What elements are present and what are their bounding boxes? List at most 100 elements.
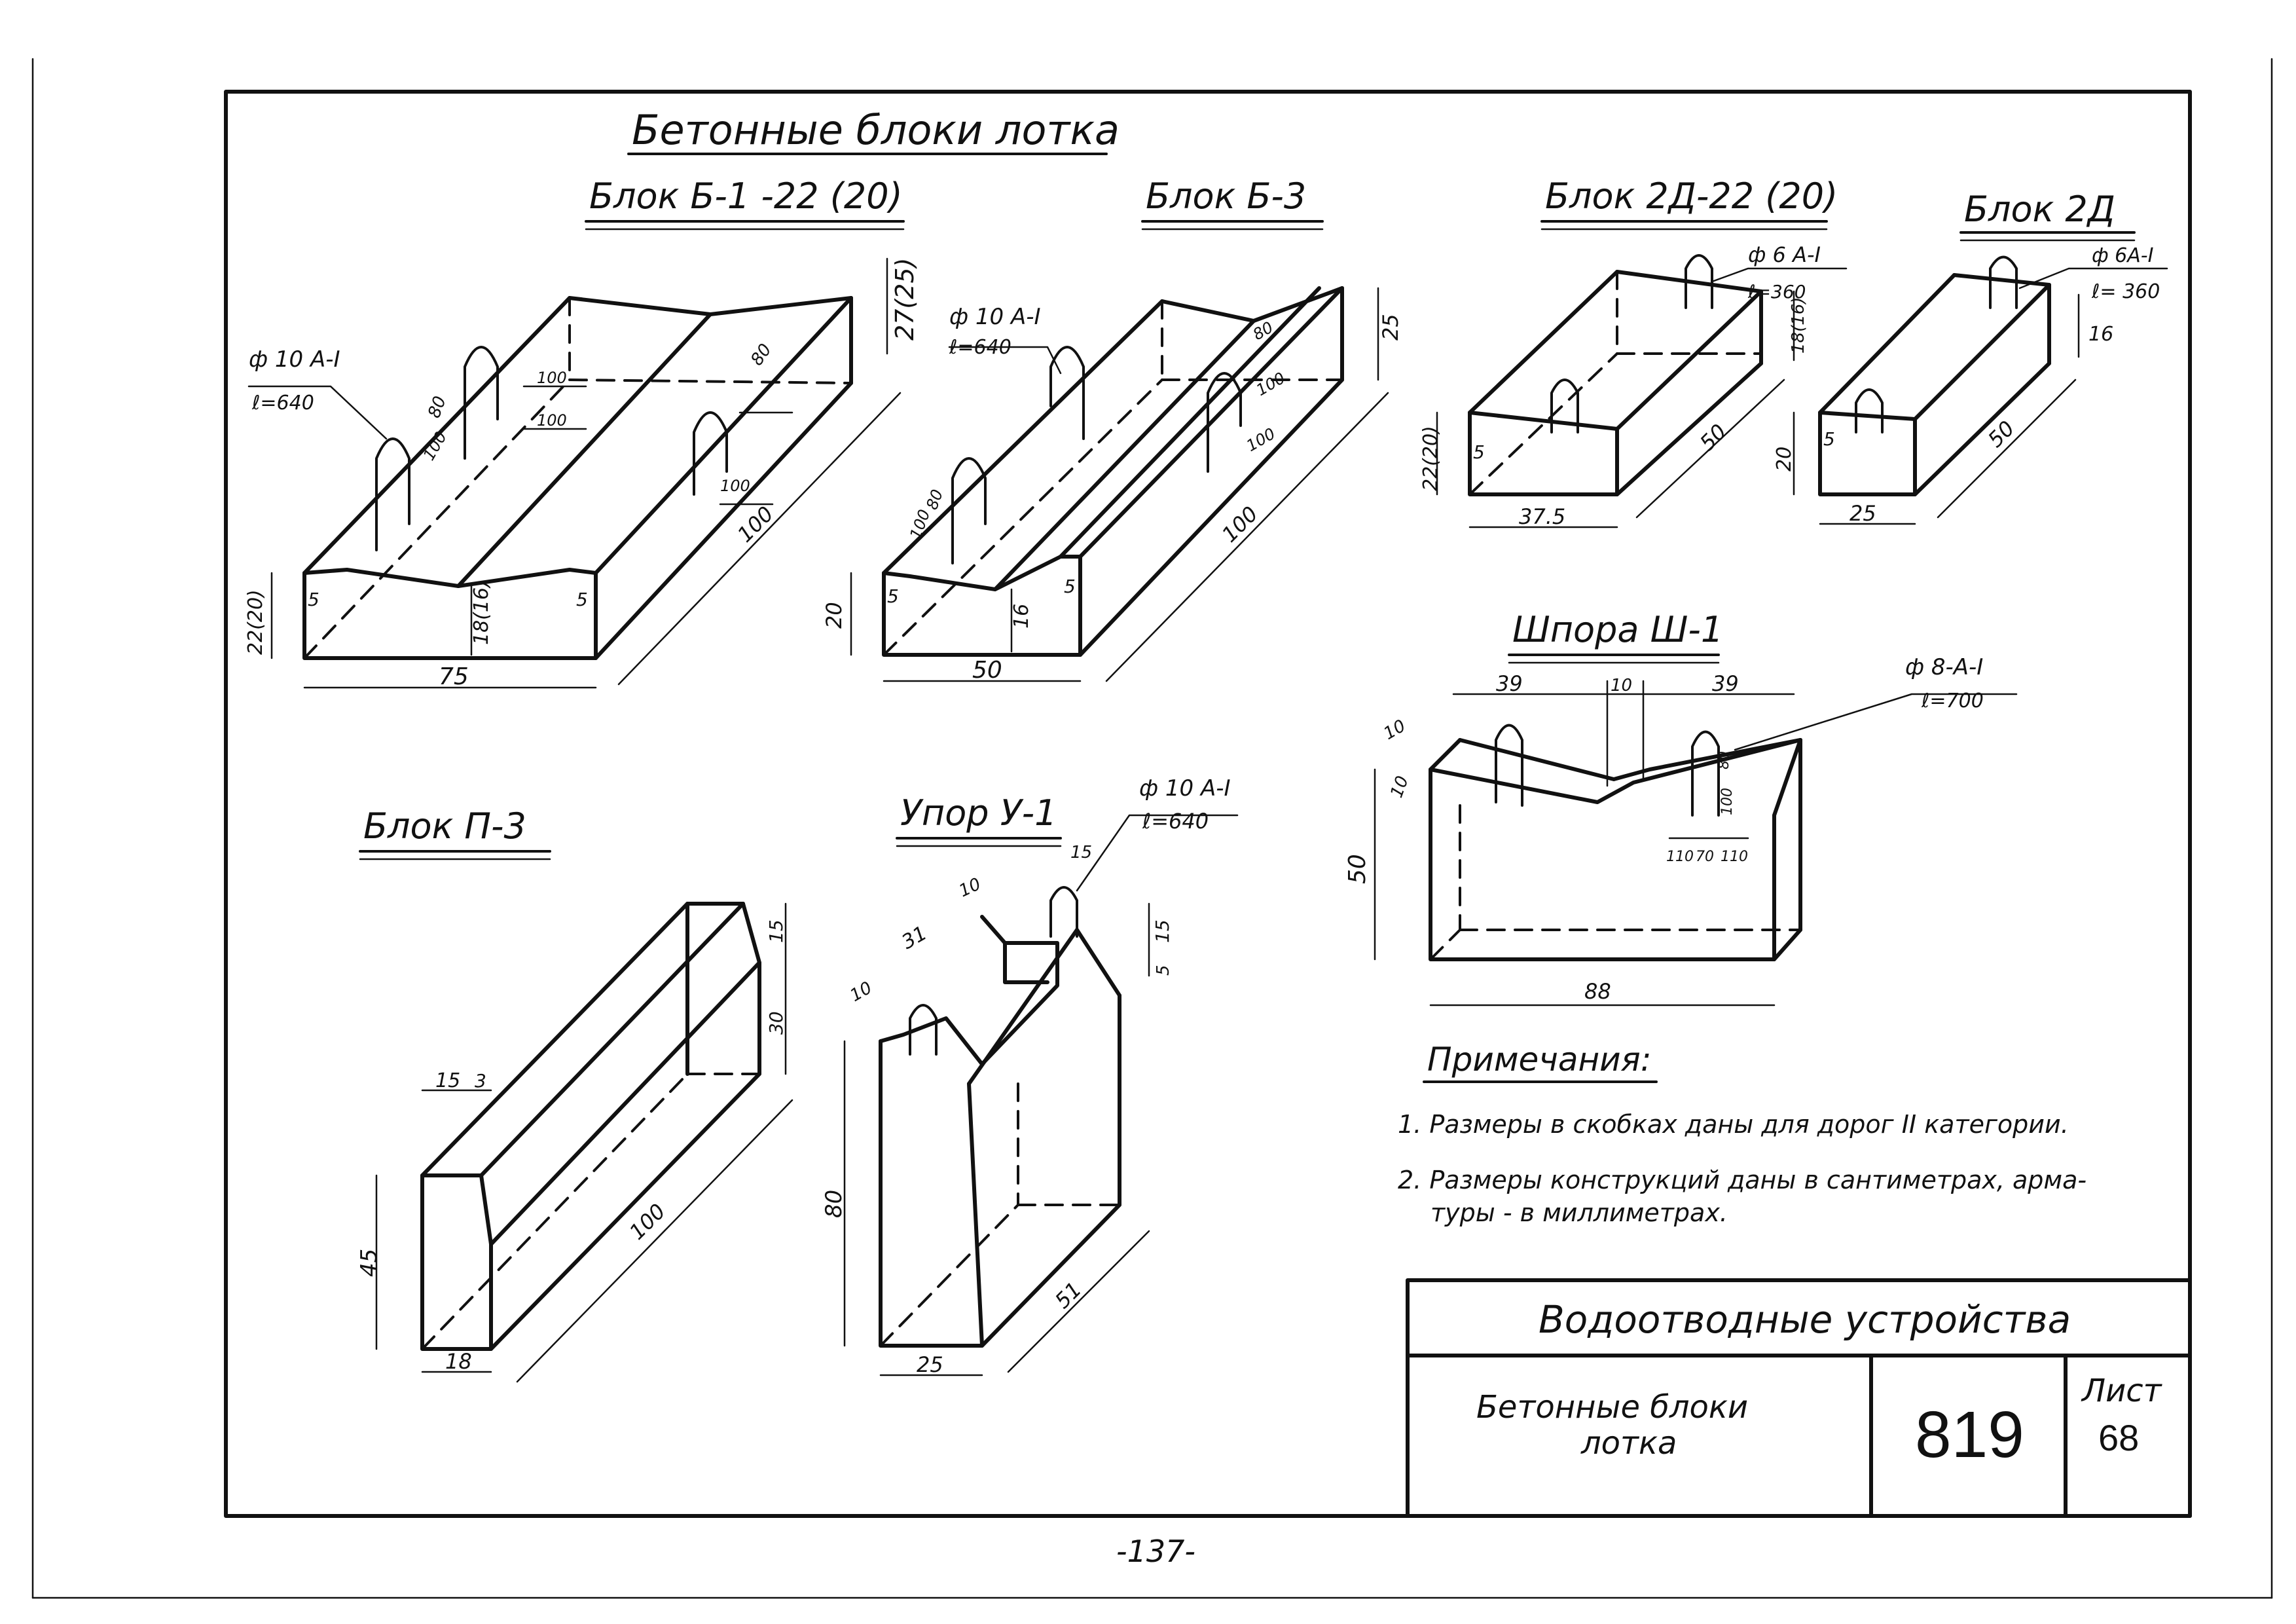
notes-item-1: 1. Размеры в скобках даны для дорог II к… (1398, 1110, 2069, 1139)
b2d22-dim-height-inner: 18(16) (1789, 297, 1808, 354)
title-block-sheet-number: 68 (2098, 1417, 2139, 1458)
title-block-name-line1: Бетонные блоки (1476, 1389, 1748, 1426)
b2d-dim-edge: 5 (1823, 428, 1835, 450)
b3-dim-height-inner: 16 (1010, 604, 1033, 629)
b2d22-dim-width: 37.5 (1519, 504, 1565, 529)
p3-dim-right-bottom: 30 (765, 1011, 787, 1035)
p3-dim-top-a: 15 (435, 1069, 460, 1092)
u1-dim-right-a: 15 (1152, 919, 1173, 943)
b1-dim-length: 100 (733, 502, 778, 547)
b1-rebar-diameter: ф 10 А-I (249, 346, 340, 373)
title-block: Водоотводные устройства Бетонные блоки л… (1406, 1278, 2192, 1518)
b1-dim-edge-left: 5 (308, 589, 319, 610)
u1-dim-step-c: 10 (847, 978, 876, 1006)
main-title: Бетонные блоки лотка (627, 106, 1120, 155)
p3-dim-right-top: 15 (765, 919, 787, 943)
b1-dim-loop-step-a: 100 (537, 369, 567, 387)
b3-dim-edge-left: 5 (887, 585, 899, 607)
b1-dim-edge-right: 5 (576, 589, 588, 610)
b2d-dim-width: 25 (1850, 501, 1876, 526)
title-block-sheet-label: Лист (2081, 1373, 2163, 1409)
title-block-section: Водоотводные устройства (1539, 1297, 2071, 1342)
block-b3-title: Блок Б-3 (1146, 175, 1306, 217)
page-border (31, 58, 2273, 1599)
b2d22-dim-length: 50 (1695, 419, 1732, 456)
notes: Примечания: 1. Размеры в скобках даны дл… (1398, 1041, 2086, 1227)
b1-dim-loop-height-a: 80 (424, 394, 450, 420)
b2d22-dim-height-outer: 22(20) (1419, 426, 1442, 491)
p3-dim-top-b: 3 (475, 1070, 486, 1092)
block-shpora: Шпора Ш-1 39 10 39 10 10 50 88 80 100 11… (1344, 609, 2018, 1006)
p3-dim-height-left: 45 (356, 1249, 382, 1277)
block-shpora-title: Шпора Ш-1 (1512, 609, 1723, 650)
b1-dim-loop-offset-b: 100 (720, 477, 750, 495)
b3-dim-height-outer: 20 (822, 602, 847, 629)
b1-dim-width: 75 (439, 663, 469, 690)
block-b1-title: Блок Б-1 -22 (20) (589, 175, 903, 217)
b1-dim-loop-offset-a: 100 (420, 428, 450, 464)
block-p3: Блок П-3 15 3 45 18 100 15 30 (356, 805, 793, 1383)
b3-rebar-length: ℓ=640 (949, 336, 1011, 359)
notes-item-2: 2. Размеры конструкций даны в сантиметра… (1398, 1166, 2086, 1194)
shpora-dim-top-right: 39 (1712, 671, 1739, 696)
block-p3-title: Блок П-3 (363, 805, 526, 847)
shpora-dim-spacing-b: 70 (1696, 849, 1714, 865)
u1-dim-bottom: 25 (917, 1352, 943, 1377)
shpora-dim-loop-depth: 100 (1719, 788, 1736, 815)
b1-dim-height-top: 27(25) (890, 258, 919, 341)
shpora-dim-height: 50 (1344, 854, 1371, 884)
b3-dim-height-top: 25 (1378, 314, 1403, 341)
b3-rebar-diameter: ф 10 А-I (949, 304, 1041, 330)
block-2d-title: Блок 2Д (1964, 189, 2115, 230)
u1-dim-step-a: 10 (956, 874, 984, 901)
block-b1: Блок Б-1 -22 (20) 22(20) 18 (244, 175, 919, 690)
shpora-dim-loop-height: 80 (1716, 751, 1732, 769)
p3-dim-bottom: 18 (445, 1349, 472, 1374)
b2d-rebar-diameter: ф 6А-I (2092, 244, 2154, 267)
block-b3: Блок Б-3 20 16 25 50 100 5 5 80 80 100 (822, 175, 1403, 684)
block-2d: Блок 2Д 20 16 25 50 5 ф 6А-I ℓ= 360 (1773, 189, 2168, 526)
b1-dim-loop-height-b: 80 (747, 341, 776, 369)
b1-rebar-length: ℓ=640 (251, 392, 314, 415)
b2d-dim-height-outer: 20 (1773, 447, 1796, 471)
block-2d22: Блок 2Д-22 (20) 22(20) 18(16) 37.5 50 5 … (1419, 175, 1848, 529)
page-number: -137- (1116, 1534, 1195, 1569)
b3-dim-edge-right: 5 (1064, 576, 1076, 597)
block-u1-title: Упор У-1 (900, 792, 1057, 834)
u1-rebar-diameter: ф 10 А-I (1139, 775, 1231, 802)
shpora-dim-spacing-a: 110 (1666, 849, 1694, 865)
u1-dim-right-b: 5 (1154, 965, 1173, 976)
main-title-text: Бетонные блоки лотка (632, 106, 1120, 154)
u1-dim-length: 51 (1050, 1277, 1087, 1314)
b2d-dim-height-inner: 16 (2088, 323, 2113, 346)
title-block-name-line2: лотка (1580, 1425, 1677, 1462)
b2d-rebar-length: ℓ= 360 (2091, 280, 2160, 303)
shpora-dim-width: 88 (1584, 979, 1611, 1004)
shpora-dim-top-mid: 10 (1611, 676, 1632, 695)
notes-item-2-cont: туры - в миллиметрах. (1430, 1198, 1728, 1227)
u1-dim-height: 80 (821, 1190, 847, 1218)
b2d22-rebar-diameter: ф 6 А-I (1748, 242, 1821, 267)
block-u1: Упор У-1 15 10 31 10 15 5 80 25 51 ф 10 … (821, 775, 1239, 1377)
shpora-dim-depth-a: 10 (1381, 716, 1410, 745)
b3-dim-loop-step-a: 100 (906, 507, 934, 542)
u1-dim-top-rebar: 15 (1070, 843, 1092, 862)
shpora-dim-spacing-c: 110 (1721, 849, 1748, 865)
shpora-dim-top-left: 39 (1496, 671, 1523, 696)
u1-dim-step-b: 31 (898, 922, 932, 954)
shpora-dim-depth-b: 10 (1387, 773, 1413, 800)
b1-dim-height-inner: 18(16) (470, 580, 493, 645)
u1-rebar-length: ℓ=640 (1142, 809, 1209, 834)
shpora-rebar-diameter: ф 8-А-I (1905, 654, 1983, 680)
block-2d22-title: Блок 2Д-22 (20) (1545, 175, 1838, 217)
b3-dim-loop-height-a: 80 (922, 487, 947, 512)
b1-dim-height-outer: 22(20) (244, 589, 267, 655)
notes-heading: Примечания: (1427, 1041, 1652, 1079)
b3-dim-width: 50 (972, 657, 1002, 684)
b2d22-rebar-length: ℓ=360 (1747, 281, 1806, 303)
shpora-rebar-length: ℓ=700 (1921, 690, 1984, 712)
b3-dim-length: 100 (1217, 502, 1263, 547)
b2d22-dim-edge: 5 (1473, 441, 1485, 463)
b1-dim-loop-step-b: 100 (537, 411, 567, 430)
